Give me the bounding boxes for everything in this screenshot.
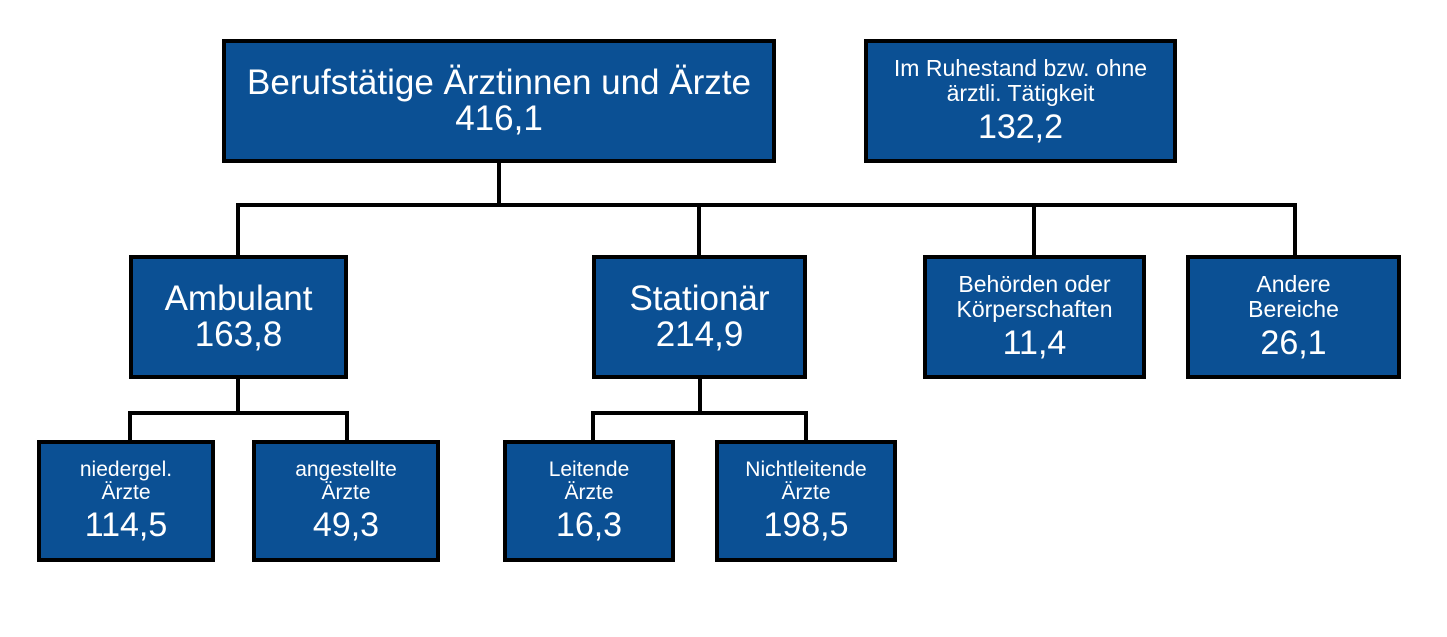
node-label: Ambulant — [164, 278, 313, 318]
node-label: Berufstätige Ärztinnen und Ärzte — [247, 62, 751, 102]
edge-stationaer-stem — [698, 379, 702, 415]
node-value: 214,9 — [655, 315, 744, 354]
node-value: 49,3 — [312, 505, 380, 544]
node-stationaer[interactable]: Stationär 214,9 — [592, 255, 807, 379]
node-value: 163,8 — [194, 315, 283, 354]
edge-root-stem — [497, 163, 501, 207]
edge-root-to-behoerden — [1032, 203, 1036, 257]
node-label: Im Ruhestand bzw. ohne ärztli. Tätigkeit — [893, 54, 1148, 107]
node-label: Leitende Ärzte — [548, 457, 630, 505]
edge-root-to-andere — [1293, 203, 1297, 257]
edge-root-to-ambulant — [236, 203, 240, 257]
node-value: 16,3 — [555, 505, 623, 544]
node-label: Nichtleitende Ärzte — [745, 457, 867, 505]
node-leitende-aerzte[interactable]: Leitende Ärzte 16,3 — [503, 440, 675, 562]
node-angestellte-aerzte[interactable]: angestellte Ärzte 49,3 — [252, 440, 440, 562]
edge-root-to-stationaer — [697, 203, 701, 257]
node-label: angestellte Ärzte — [295, 457, 397, 505]
edge-ambulant-stem — [236, 379, 240, 415]
node-nichtleitende-aerzte[interactable]: Nichtleitende Ärzte 198,5 — [715, 440, 897, 562]
node-label: Stationär — [629, 278, 770, 318]
node-label: niedergel. Ärzte — [79, 457, 173, 505]
edge-stationaer-to-nichtleitende — [804, 411, 808, 444]
node-value: 416,1 — [455, 99, 543, 138]
node-niedergelassene-aerzte[interactable]: niedergel. Ärzte 114,5 — [37, 440, 215, 562]
edge-ambulant-bus — [128, 411, 349, 415]
node-andere-bereiche[interactable]: Andere Bereiche 26,1 — [1186, 255, 1401, 379]
node-im-ruhestand[interactable]: Im Ruhestand bzw. ohne ärztli. Tätigkeit… — [864, 39, 1177, 163]
edge-root-bus — [236, 203, 1297, 207]
node-behoerden-oder-koerperschaften[interactable]: Behörden oder Körperschaften 11,4 — [923, 255, 1146, 379]
node-value: 198,5 — [763, 505, 849, 544]
node-value: 114,5 — [84, 505, 168, 544]
node-value: 26,1 — [1260, 324, 1327, 363]
edge-ambulant-to-angestellte — [345, 411, 349, 444]
node-value: 132,2 — [977, 108, 1064, 147]
node-label: Andere Bereiche — [1248, 270, 1339, 323]
edge-ambulant-to-niedergelassene — [128, 411, 132, 444]
node-berufstaetige-aerztinnen-und-aerzte[interactable]: Berufstätige Ärztinnen und Ärzte 416,1 — [222, 39, 776, 163]
node-label: Behörden oder Körperschaften — [956, 270, 1113, 323]
edge-stationaer-bus — [591, 411, 808, 415]
edge-stationaer-to-leitende — [591, 411, 595, 444]
node-ambulant[interactable]: Ambulant 163,8 — [129, 255, 348, 379]
node-value: 11,4 — [1002, 324, 1067, 363]
